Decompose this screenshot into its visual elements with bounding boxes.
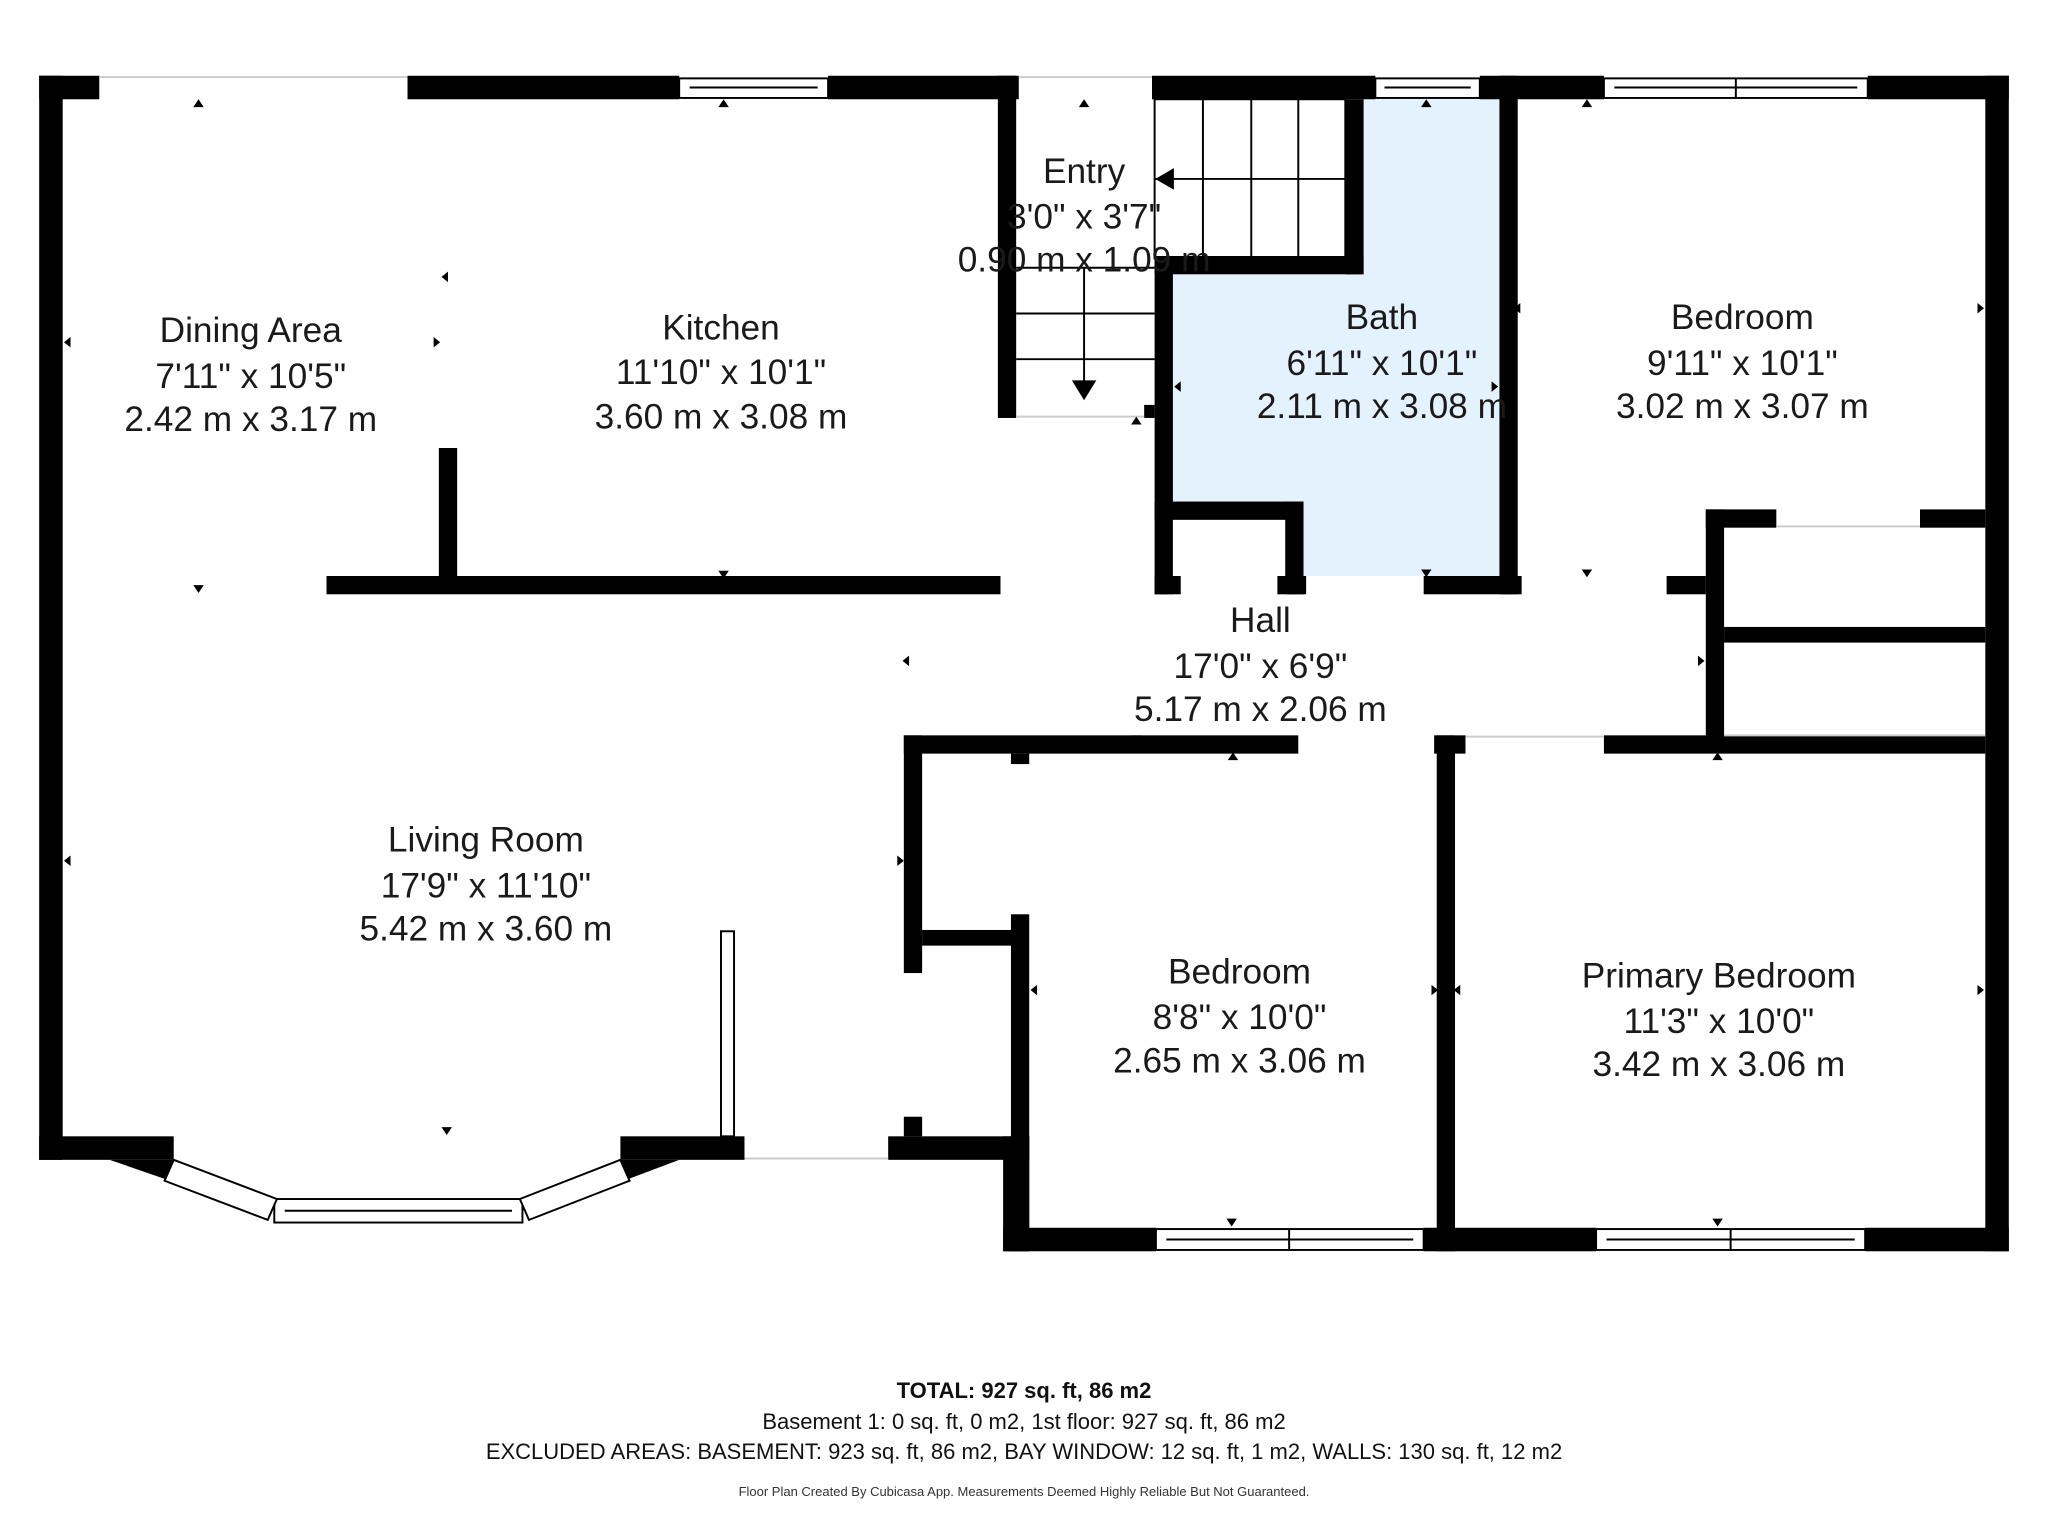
room-name: Kitchen <box>662 309 780 348</box>
room-name: Living Room <box>388 821 584 860</box>
room-name: Dining Area <box>160 311 343 350</box>
credit-note: Floor Plan Created By Cubicasa App. Meas… <box>738 1484 1310 1499</box>
total-area: TOTAL: 927 sq. ft, 86 m2 <box>896 1378 1152 1403</box>
windows <box>163 77 1869 1251</box>
room-name: Primary Bedroom <box>1582 956 1856 995</box>
room-metric: 3.42 m x 3.06 m <box>1592 1045 1845 1084</box>
room-imperial: 11'10" x 10'1" <box>616 353 826 392</box>
room-living-room: Living Room 17'9" x 11'10" 5.42 m x 3.60… <box>360 821 613 949</box>
room-imperial: 9'11" x 10'1" <box>1647 344 1838 383</box>
room-metric: 3.02 m x 3.07 m <box>1616 387 1869 426</box>
room-bedroom-1: Bedroom 9'11" x 10'1" 3.02 m x 3.07 m <box>1616 298 1869 426</box>
room-imperial: 3'0" x 3'7" <box>1007 198 1161 237</box>
room-metric: 0.90 m x 1.09 m <box>958 241 1211 280</box>
room-metric: 2.42 m x 3.17 m <box>124 400 377 439</box>
room-bath: Bath 6'11" x 10'1" 2.11 m x 3.08 m <box>1257 298 1507 426</box>
excluded-areas: EXCLUDED AREAS: BASEMENT: 923 sq. ft, 86… <box>485 1439 1563 1464</box>
room-name: Hall <box>1230 601 1291 640</box>
room-imperial: 8'8" x 10'0" <box>1153 998 1327 1037</box>
room-metric: 5.17 m x 2.06 m <box>1134 690 1387 729</box>
openings <box>99 76 1986 1160</box>
room-dining-area: Dining Area 7'11" x 10'5" 2.42 m x 3.17 … <box>124 311 377 439</box>
room-primary-bedroom: Primary Bedroom 11'3" x 10'0" 3.42 m x 3… <box>1582 956 1856 1084</box>
bath-fill <box>1172 99 1500 576</box>
room-metric: 3.60 m x 3.08 m <box>595 397 848 436</box>
room-name: Bedroom <box>1168 953 1311 992</box>
room-name: Bedroom <box>1671 298 1814 337</box>
walls <box>39 75 2009 1252</box>
room-imperial: 17'9" x 11'10" <box>381 866 591 905</box>
room-kitchen: Kitchen 11'10" x 10'1" 3.60 m x 3.08 m <box>595 309 848 437</box>
room-metric: 2.65 m x 3.06 m <box>1113 1041 1366 1080</box>
room-name: Bath <box>1346 298 1419 337</box>
room-imperial: 7'11" x 10'5" <box>155 357 346 396</box>
room-imperial: 11'3" x 10'0" <box>1623 1002 1814 1041</box>
room-imperial: 17'0" x 6'9" <box>1174 647 1348 686</box>
dimension-markers <box>64 99 1984 1227</box>
room-metric: 5.42 m x 3.60 m <box>360 909 613 948</box>
room-entry: Entry 3'0" x 3'7" 0.90 m x 1.09 m <box>958 152 1211 280</box>
room-imperial: 6'11" x 10'1" <box>1287 344 1478 383</box>
room-bedroom-2: Bedroom 8'8" x 10'0" 2.65 m x 3.06 m <box>1113 953 1366 1081</box>
room-metric: 2.11 m x 3.08 m <box>1257 387 1507 426</box>
room-name: Entry <box>1043 152 1126 191</box>
floor-areas: Basement 1: 0 sq. ft, 0 m2, 1st floor: 9… <box>762 1409 1286 1434</box>
room-hall: Hall 17'0" x 6'9" 5.17 m x 2.06 m <box>1134 601 1387 729</box>
